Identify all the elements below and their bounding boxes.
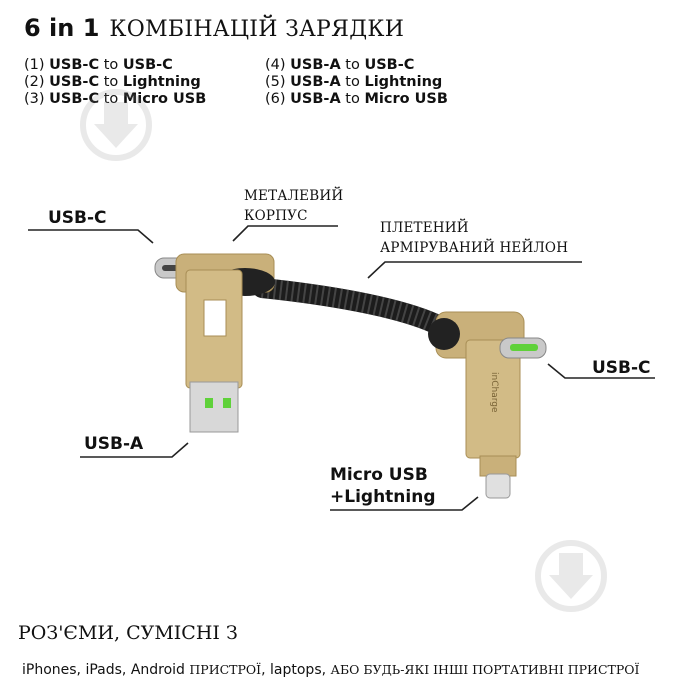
combination-count: 6 in 1 — [24, 14, 100, 42]
combination-list-left: (1) USB-C to USB-C (2) USB-C to Lightnin… — [24, 57, 206, 108]
list-item: (5) USB-A to Lightning — [265, 74, 443, 90]
combination-list-right: (4) USB-A to USB-C (5) USB-A to Lightnin… — [265, 57, 448, 108]
label-micro-lightning: Micro USB +Lightning — [330, 465, 436, 507]
list-item: (1) USB-C to USB-C — [24, 57, 173, 73]
callout-lines — [28, 225, 655, 511]
list-item: (6) USB-A to Micro USB — [265, 91, 448, 107]
label-metal-body: МЕТАЛЕВИЙ КОРПУС — [244, 188, 344, 224]
brand-engraving: inCharge — [489, 372, 499, 413]
usb-a-connector — [189, 381, 239, 433]
title-text: КОМБІНАЦІЙ ЗАРЯДКИ — [109, 17, 405, 42]
micro-lightning-connector — [479, 455, 517, 499]
compatibility-title: РОЗ'ЄМИ, СУМІСНІ З — [18, 622, 238, 644]
compatibility-devices: iPhones, iPads, Android ПРИСТРОЇ, laptop… — [22, 662, 640, 678]
label-usb-c-left: USB-C — [48, 208, 107, 228]
list-item: (3) USB-C to Micro USB — [24, 91, 207, 107]
label-usb-c-right: USB-C — [592, 358, 651, 378]
list-item: (4) USB-A to USB-C — [265, 57, 415, 73]
watermark-icon — [535, 540, 607, 612]
metal-housing-left — [175, 253, 275, 389]
usb-c-connector-right — [499, 337, 547, 359]
metal-housing-right: inCharge — [428, 311, 525, 459]
watermark-icon — [80, 89, 152, 161]
label-usb-a: USB-A — [84, 434, 144, 454]
page-title: 6 in 1 КОМБІНАЦІЙ ЗАРЯДКИ — [24, 14, 404, 42]
braided-cable — [252, 278, 450, 336]
label-braided-nylon: ПЛЕТЕНИЙ АРМІРУВАНИЙ НЕЙЛОН — [380, 220, 569, 256]
list-item: (2) USB-C to Lightning — [24, 74, 201, 90]
